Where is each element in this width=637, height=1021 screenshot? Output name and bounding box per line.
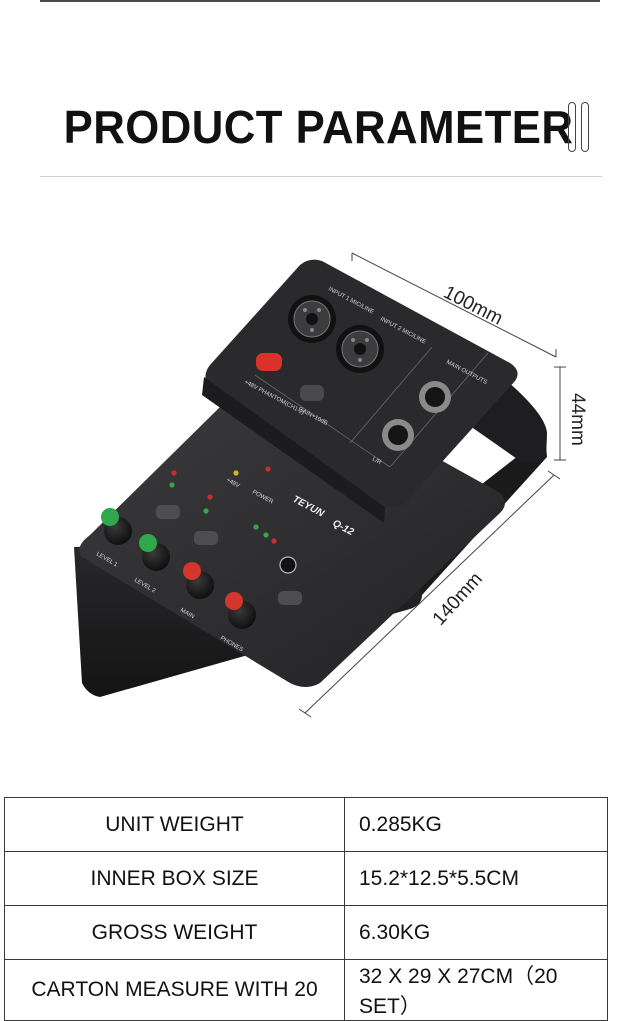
xlr-input-2 bbox=[336, 325, 384, 373]
spec-table: UNIT WEIGHT 0.285KG INNER BOX SIZE 15.2*… bbox=[4, 797, 608, 1021]
dimension-lines bbox=[298, 252, 566, 718]
lr-label: L/R bbox=[371, 456, 383, 466]
spec-value: 6.30KG bbox=[344, 905, 608, 960]
headphone-jack bbox=[279, 556, 297, 574]
table-row: GROSS WEIGHT 6.30KG bbox=[4, 905, 608, 960]
title-divider bbox=[40, 176, 602, 177]
spec-label: CARTON MEASURE WITH 20 bbox=[4, 959, 345, 1021]
spec-value: 0.285KG bbox=[344, 797, 608, 852]
led-indicators bbox=[169, 466, 277, 544]
top-rule bbox=[40, 0, 600, 2]
v48-label: +48V bbox=[225, 477, 240, 489]
main-knob bbox=[183, 562, 214, 599]
spec-value: 32 X 29 X 27CM（20 SET） bbox=[344, 959, 608, 1021]
spec-value: 15.2*12.5*5.5CM bbox=[344, 851, 608, 906]
switch-3 bbox=[278, 591, 302, 605]
xlr-input-1 bbox=[288, 295, 336, 343]
title-decoration-icon bbox=[568, 102, 592, 154]
phones-knob bbox=[225, 592, 256, 629]
level-1-knob bbox=[101, 508, 132, 545]
level-2-knob bbox=[139, 534, 170, 571]
switch-1 bbox=[156, 505, 180, 519]
device-body bbox=[74, 259, 548, 697]
spec-label: GROSS WEIGHT bbox=[4, 905, 345, 960]
spec-label: INNER BOX SIZE bbox=[4, 851, 345, 906]
table-row: CARTON MEASURE WITH 20 32 X 29 X 27CM（20… bbox=[4, 959, 608, 1021]
switch-2 bbox=[194, 531, 218, 545]
page-title: PRODUCT PARAMETER bbox=[63, 101, 574, 153]
main-output-jack-l bbox=[419, 381, 451, 413]
dimension-width-label: 100mm bbox=[440, 282, 506, 329]
table-row: INNER BOX SIZE 15.2*12.5*5.5CM bbox=[4, 851, 608, 906]
main-output-jack-r bbox=[382, 419, 414, 451]
gain-button bbox=[300, 385, 324, 401]
product-image: 100mm 44mm 140mm bbox=[60, 235, 600, 725]
table-row: UNIT WEIGHT 0.285KG bbox=[4, 797, 608, 852]
dimension-height-label: 44mm bbox=[567, 393, 588, 446]
spec-label: UNIT WEIGHT bbox=[4, 797, 345, 852]
phantom-power-button bbox=[256, 353, 282, 371]
